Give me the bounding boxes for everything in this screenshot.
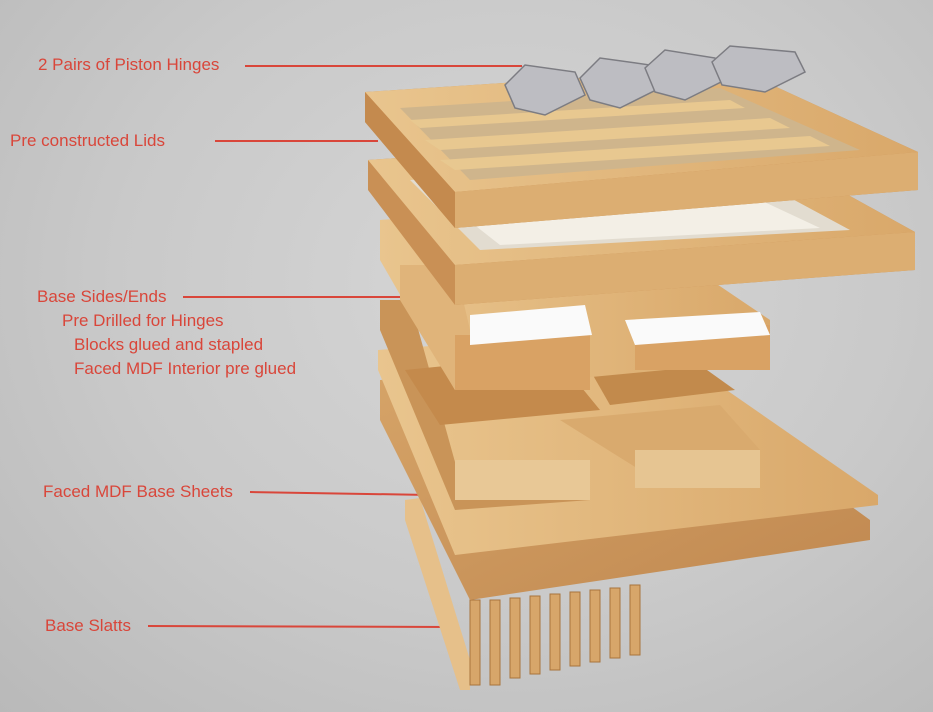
label-lids: Pre constructed Lids — [10, 131, 165, 150]
label-piston-hinges: 2 Pairs of Piston Hinges — [38, 55, 220, 74]
label-base-sides-sub3: Faced MDF Interior pre glued — [74, 359, 297, 378]
piston-hinges — [504, 45, 807, 116]
lid-upper — [365, 68, 918, 228]
label-base-sheets: Faced MDF Base Sheets — [43, 482, 233, 501]
label-base-sides-sub1: Pre Drilled for Hinges — [62, 311, 224, 330]
label-base-sides: Base Sides/Ends — [37, 287, 167, 306]
base-slats — [405, 498, 641, 690]
leader-lines — [147, 65, 522, 628]
label-base-sides-sub2: Blocks glued and stapled — [74, 335, 264, 354]
label-slats: Base Slatts — [45, 616, 131, 635]
